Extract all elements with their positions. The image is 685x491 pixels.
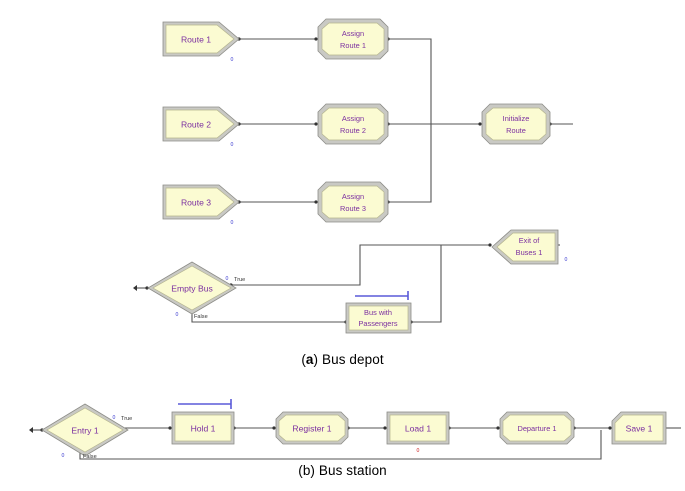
node-initialize-route[interactable]: Initialize Route — [481, 103, 551, 145]
caption-a: (a) Bus depot — [0, 352, 685, 367]
assign1-label-line2: Route 1 — [340, 41, 366, 50]
entry1-false-counter: 0 — [62, 453, 65, 459]
node-exit-of-buses[interactable]: Exit of Buses 1 0 — [491, 229, 568, 265]
node-load1[interactable]: Load 1 0 — [386, 411, 450, 454]
save1-label: Save 1 — [626, 423, 653, 433]
node-register1[interactable]: Register 1 — [275, 411, 349, 445]
exitbuses-face — [496, 232, 556, 262]
assign2-label-line1: Assign — [342, 114, 364, 123]
edge-endpoint — [272, 426, 276, 430]
buspass-label-line2: Passengers — [358, 319, 397, 328]
node-route3[interactable]: Route 3 0 — [162, 184, 240, 226]
exitbuses-label-line2: Buses 1 — [516, 248, 543, 257]
route1-counter: 0 — [231, 57, 234, 63]
edge-emptybus-true-exitbuses — [231, 244, 490, 286]
edge-endpoint — [478, 122, 482, 126]
edge-emptybus-false-buspass — [191, 312, 346, 323]
caption-b: (b) Bus station — [0, 463, 685, 478]
edge-endpoint — [168, 426, 172, 430]
edge-buspass-exitbuses — [411, 245, 442, 323]
node-entry1[interactable]: Entry 1 0 True 0 False — [41, 403, 132, 460]
edge-arrowhead — [29, 427, 33, 433]
route2-face — [165, 109, 235, 139]
route2-label: Route 2 — [181, 119, 211, 129]
emptybus-false-port-label: False — [194, 314, 208, 320]
exitbuses-label-line1: Exit of — [519, 236, 540, 245]
node-bus-with-passengers[interactable]: Bus with Passengers — [345, 291, 412, 334]
load1-face — [389, 414, 447, 442]
exitbuses-counter: 0 — [565, 257, 568, 263]
node-route1[interactable]: Route 1 0 — [162, 21, 240, 63]
caption-a-text: Bus depot — [321, 352, 384, 367]
panel-b-edges — [29, 426, 681, 460]
register1-label: Register 1 — [292, 423, 331, 433]
assign3-label-line2: Route 3 — [340, 204, 366, 213]
edge-endpoint — [314, 122, 318, 126]
emptybus-false-counter: 0 — [176, 312, 179, 318]
hold1-face — [174, 414, 232, 442]
edge-arrowhead — [133, 285, 137, 291]
route2-counter: 0 — [231, 142, 234, 148]
assign3-label-line1: Assign — [342, 192, 364, 201]
caption-a-marker-letter: a — [305, 352, 314, 367]
entry1-label: Entry 1 — [71, 425, 98, 435]
assign1-label-line1: Assign — [342, 29, 364, 38]
assign2-label-line2: Route 2 — [340, 126, 366, 135]
edge-assign3-bus — [388, 124, 432, 203]
panel-a-edges — [133, 37, 573, 324]
assign3-face — [321, 185, 385, 219]
edge-endpoint — [488, 243, 492, 247]
emptybus-true-counter: 0 — [226, 276, 229, 282]
load1-label: Load 1 — [405, 423, 432, 433]
edge-endpoint — [145, 286, 149, 290]
node-assign-route3[interactable]: Assign Route 3 — [317, 181, 389, 223]
node-assign-route2[interactable]: Assign Route 2 — [317, 103, 389, 145]
assign1-face — [321, 22, 385, 56]
edge-endpoint — [608, 426, 612, 430]
route1-face — [165, 24, 235, 54]
edge-endpoint — [314, 200, 318, 204]
load1-counter: 0 — [417, 448, 420, 454]
entry1-true-port-label: True — [121, 416, 132, 422]
entry1-false-port-label: False — [83, 454, 97, 460]
entry1-face — [46, 407, 124, 453]
emptybus-face — [152, 265, 232, 311]
assign2-face — [321, 107, 385, 141]
edge-entry1-false-return — [79, 430, 602, 460]
caption-a-marker-close: ) — [313, 352, 322, 367]
register1-face — [278, 414, 346, 442]
node-route2[interactable]: Route 2 0 — [162, 106, 240, 148]
node-hold1[interactable]: Hold 1 — [171, 399, 235, 445]
edge-endpoint — [383, 426, 387, 430]
save1-face — [614, 414, 664, 442]
hold1-label: Hold 1 — [191, 423, 216, 433]
edge-endpoint — [314, 37, 318, 41]
caption-b-text: Bus station — [318, 463, 387, 478]
buspass-label-line1: Bus with — [364, 308, 392, 317]
node-departure1[interactable]: Departure 1 — [499, 411, 575, 445]
caption-b-marker: (b) — [298, 463, 316, 478]
route3-face — [165, 187, 235, 217]
departure1-label: Departure 1 — [517, 424, 556, 433]
buspass-face — [348, 305, 409, 331]
initroute-label-line2: Route — [506, 126, 526, 135]
initroute-label-line1: Initialize — [503, 114, 530, 123]
route3-label: Route 3 — [181, 197, 211, 207]
edge-assign1-bus — [388, 38, 432, 124]
emptybus-true-port-label: True — [234, 277, 245, 283]
departure1-face — [502, 414, 572, 442]
node-save1[interactable]: Save 1 — [611, 411, 667, 445]
route1-label: Route 1 — [181, 34, 211, 44]
node-assign-route1[interactable]: Assign Route 1 — [317, 18, 389, 60]
edge-endpoint — [496, 426, 500, 430]
caption-a-marker-open: ( — [301, 352, 306, 367]
route3-counter: 0 — [231, 220, 234, 226]
entry1-true-counter: 0 — [113, 415, 116, 421]
initroute-face — [485, 107, 547, 141]
node-empty-bus[interactable]: Empty Bus 0 True 0 False — [147, 261, 245, 320]
emptybus-label: Empty Bus — [171, 283, 213, 293]
